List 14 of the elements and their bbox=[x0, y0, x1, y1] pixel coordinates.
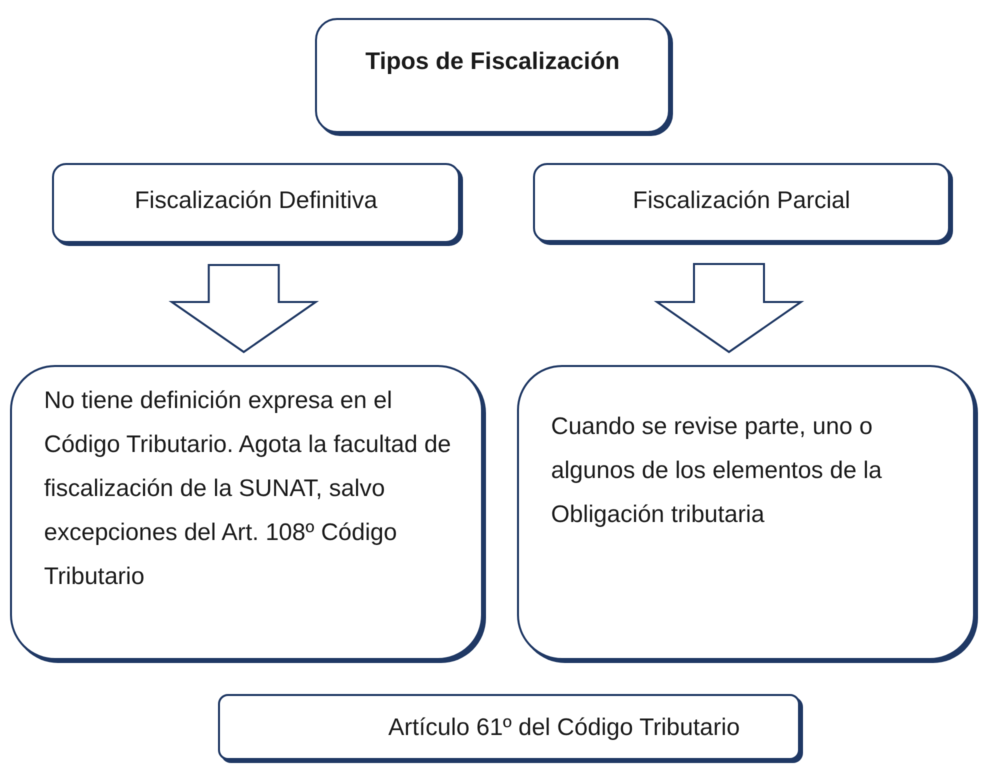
text-box bbox=[10, 365, 483, 660]
box-text: Fiscalización Parcial bbox=[632, 186, 852, 216]
title-box bbox=[315, 18, 670, 133]
box-text: Artículo 61º del Código Tributario bbox=[387, 713, 741, 743]
box-text: No tiene definición expresa en el Código Tributario. Agota la facultad de fiscalización de la SUNAT, salvo excepciones del Art. 108º Código Tributario bbox=[44, 386, 452, 592]
box-text: Fiscalización Definitiva bbox=[134, 186, 378, 216]
title-text: Tipos de Fiscalización bbox=[364, 47, 621, 77]
block-arrow bbox=[168, 264, 319, 354]
box-text: Cuando se revise parte, uno o algunos de los elementos de la Obligación tributaria bbox=[551, 412, 883, 530]
block-arrow bbox=[654, 263, 804, 354]
text-box bbox=[52, 163, 460, 243]
text-box bbox=[533, 163, 950, 242]
text-box bbox=[517, 365, 975, 660]
text-box bbox=[218, 694, 800, 760]
